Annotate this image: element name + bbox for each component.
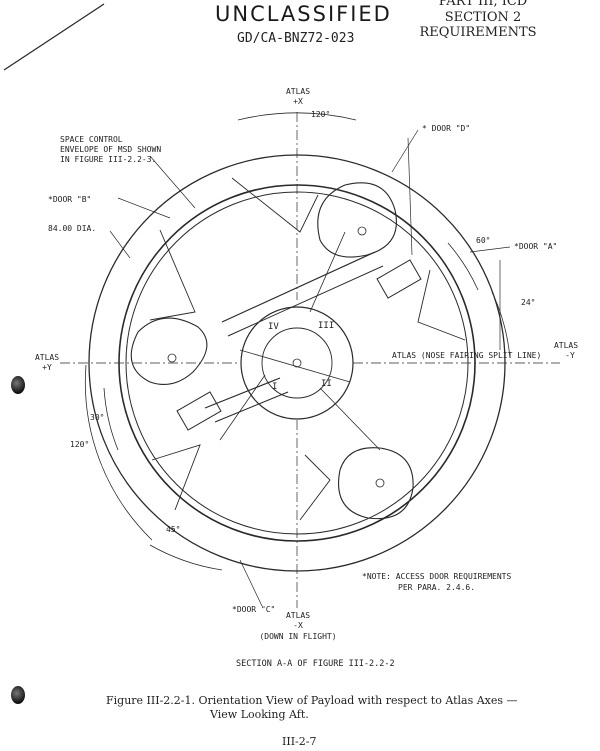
header-part: PART III, ICD bbox=[438, 0, 528, 9]
angle-60: 60° bbox=[476, 236, 491, 245]
frame-bottom bbox=[299, 454, 331, 521]
axis-minus-x: -X bbox=[293, 621, 303, 630]
dim-line-door-d bbox=[407, 137, 413, 256]
strut-upper bbox=[309, 231, 346, 313]
dim-arc-left-120 bbox=[84, 364, 153, 541]
dim-arc-30 bbox=[103, 387, 119, 451]
arm-lower-left bbox=[204, 377, 281, 409]
access-note-line-2: PER PARA. 2.4.6. bbox=[398, 583, 476, 592]
diameter-label: 84.00 DIA. bbox=[48, 224, 97, 233]
leader-door-a bbox=[469, 246, 511, 253]
msd-port-top bbox=[357, 226, 367, 236]
quadrant-iii: III bbox=[318, 321, 335, 331]
arm-upper-right-edge bbox=[227, 265, 384, 337]
msd-envelope-bottom bbox=[338, 447, 414, 520]
punch-hole-upper bbox=[11, 376, 25, 394]
leader-diameter bbox=[109, 230, 131, 259]
strut-lower bbox=[219, 374, 266, 441]
axis-minus-y-name: ATLAS bbox=[553, 341, 579, 350]
door-d-label: * DOOR "D" bbox=[422, 124, 471, 133]
leader-door-d bbox=[391, 129, 419, 173]
angle-left-120: 120° bbox=[70, 440, 90, 449]
angle-24: 24° bbox=[521, 298, 536, 307]
angle-top-120: 120° bbox=[311, 110, 331, 119]
door-c-label: *DOOR "C" bbox=[232, 605, 276, 614]
hub-inner-ring bbox=[261, 327, 333, 399]
equipment-box-right bbox=[376, 259, 422, 299]
punch-hole-lower bbox=[11, 686, 25, 704]
classification-stamp: UNCLASSIFIED bbox=[215, 2, 392, 26]
strut-lower-right bbox=[319, 387, 381, 451]
angle-30: 30° bbox=[90, 413, 105, 422]
axis-plus-x: +X bbox=[293, 97, 303, 106]
quadrant-i: I bbox=[272, 382, 278, 392]
hub-center bbox=[292, 358, 302, 368]
figure-caption-line-2: View Looking Aft. bbox=[210, 708, 309, 721]
dim-arc-45 bbox=[149, 544, 223, 571]
fairing-split-line-label: ATLAS (NOSE FAIRING SPLIT LINE) bbox=[392, 351, 542, 360]
frame-top bbox=[231, 177, 319, 233]
msd-envelope-top bbox=[317, 182, 397, 258]
frame-left bbox=[149, 229, 196, 321]
axis-minus-y: -Y bbox=[565, 351, 575, 360]
access-note-line-1: *NOTE: ACCESS DOOR REQUIREMENTS bbox=[362, 572, 512, 581]
figure-caption-line-1: Figure III-2.2-1. Orientation View of Pa… bbox=[106, 694, 518, 707]
msd-envelope-left bbox=[130, 317, 208, 385]
leader-door-c bbox=[239, 559, 263, 607]
frame-right bbox=[417, 269, 466, 341]
dim-arc-24 bbox=[491, 291, 511, 359]
envelope-note-line-2: ENVELOPE OF MSD SHOWN bbox=[60, 145, 162, 154]
equipment-box-left bbox=[176, 391, 222, 431]
dim-arc-60 bbox=[447, 242, 479, 291]
page-number: III-2-7 bbox=[282, 735, 317, 748]
header-requirements: REQUIREMENTS bbox=[419, 25, 537, 40]
envelope-note-line-1: SPACE CONTROL bbox=[60, 135, 123, 144]
central-hub bbox=[240, 306, 354, 420]
leader-envelope bbox=[149, 155, 196, 209]
quadrant-iv: IV bbox=[268, 322, 279, 332]
door-a-label: *DOOR "A" bbox=[514, 242, 558, 251]
corner-stroke bbox=[3, 3, 105, 71]
section-reference: SECTION A-A OF FIGURE III-2.2-2 bbox=[236, 659, 395, 669]
arm-diagonal bbox=[239, 349, 351, 383]
angle-45: 45° bbox=[166, 525, 181, 534]
frame-lower-left bbox=[151, 444, 201, 511]
leader-door-b bbox=[117, 197, 171, 219]
document-number: GD/CA-BNZ72-023 bbox=[237, 31, 355, 46]
axis-plus-y: +Y bbox=[42, 363, 52, 372]
axis-plus-x-name: ATLAS bbox=[285, 87, 311, 96]
dim-arc-top bbox=[237, 112, 357, 121]
header-section: SECTION 2 bbox=[444, 10, 522, 25]
axis-minus-x-name: ATLAS bbox=[285, 611, 311, 620]
msd-port-bottom bbox=[375, 478, 385, 488]
axis-plus-y-name: ATLAS bbox=[34, 353, 60, 362]
axis-minus-x-note: (DOWN IN FLIGHT) bbox=[259, 632, 337, 641]
envelope-note-line-3: IN FIGURE III-2.2-3. bbox=[60, 155, 157, 164]
quadrant-ii: II bbox=[321, 379, 332, 389]
msd-port-left bbox=[167, 353, 177, 363]
arm-upper-right bbox=[221, 251, 376, 323]
door-b-label: *DOOR "B" bbox=[48, 195, 92, 204]
arm-lower-left-edge bbox=[214, 391, 289, 423]
